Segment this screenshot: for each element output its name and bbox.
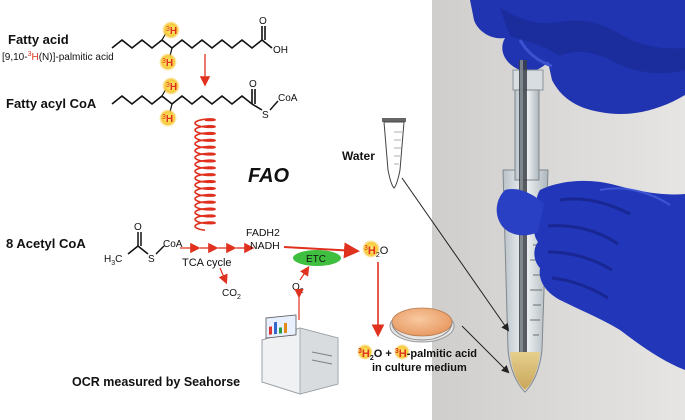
fao-label: FAO xyxy=(248,165,290,187)
arrow-o2-to-etc xyxy=(299,266,310,281)
acetyl-oxygen: O xyxy=(134,222,142,233)
acyl-oxygen: O xyxy=(249,79,257,90)
photo-panel xyxy=(432,0,685,420)
seahorse-analyzer xyxy=(261,314,339,395)
etc-label: ETC xyxy=(306,254,326,265)
palmitic-acid-structure: O OH 3H 3H xyxy=(111,16,288,71)
o2-label: O2 xyxy=(292,282,304,295)
fatty-acyl-coa-structure: O S CoA 3H 3H xyxy=(111,77,298,127)
fatty-acid-label: Fatty acid xyxy=(8,32,69,47)
acetyl-coa-text: CoA xyxy=(163,239,183,250)
palmitic-acid-label: [9,10-3H(N)]-palmitic acid xyxy=(2,51,114,63)
acyl-sulfur: S xyxy=(262,110,269,121)
tritium-h-lower: 3H xyxy=(162,58,173,69)
water-label: Water xyxy=(342,149,375,163)
arrow-to-co2 xyxy=(218,267,228,285)
seahorse-screen xyxy=(265,314,297,339)
medium-caption-line1: 3H2O + 3H-palmitic acid xyxy=(358,348,477,362)
tritiated-water-product: 3H2O xyxy=(364,245,389,259)
petri-dish xyxy=(389,307,455,343)
fatty-acyl-coa-label: Fatty acyl CoA xyxy=(6,96,97,111)
lower-glove-hand xyxy=(496,180,685,370)
acid-oh: OH xyxy=(273,45,288,56)
acyl-coa: CoA xyxy=(278,93,298,104)
tritium-h-upper: 3H xyxy=(166,26,177,37)
acetyl-coa-structure: H3C O S CoA xyxy=(104,222,183,267)
co2-label: CO2 xyxy=(222,288,241,301)
etc-ellipse xyxy=(293,250,341,266)
culture-medium xyxy=(510,352,540,390)
arrow-etc-to-water xyxy=(283,242,360,259)
tca-cycle-label: TCA cycle xyxy=(182,257,232,269)
upper-glove-hand xyxy=(470,0,685,115)
arrow-medium-to-tube xyxy=(461,325,510,374)
medium-caption-line2: in culture medium xyxy=(372,362,467,374)
water-tube-icon xyxy=(382,118,406,189)
arrow-water-to-tube xyxy=(401,177,510,332)
tritium-h-acyl-upper: 3H xyxy=(166,82,177,93)
acetyl-sulfur: S xyxy=(148,254,155,265)
nadh-label: NADH xyxy=(250,240,280,252)
h3c-label: H3C xyxy=(104,254,122,267)
acid-oxygen: O xyxy=(259,16,267,27)
ocr-label: OCR measured by Seahorse xyxy=(72,375,240,389)
fadh2-label: FADH2 xyxy=(246,227,280,239)
acetyl-coa-label: 8 Acetyl CoA xyxy=(6,236,86,251)
fao-helix xyxy=(194,118,217,231)
thumb xyxy=(496,188,544,236)
tritium-h-acyl-lower: 3H xyxy=(162,114,173,125)
